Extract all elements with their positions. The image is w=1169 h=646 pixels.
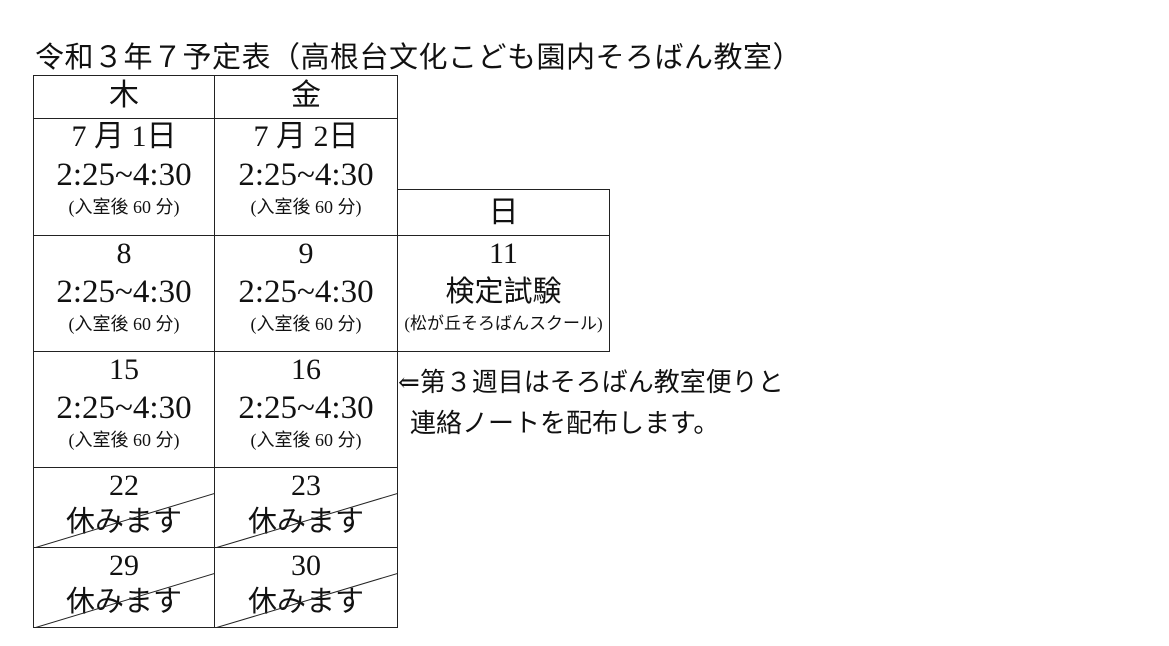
header-thursday: 木 xyxy=(33,75,215,119)
date: 9 xyxy=(298,237,314,270)
event: 検定試験 xyxy=(445,276,562,308)
duration-note: (入室後 60 分) xyxy=(250,430,362,450)
date: 30 xyxy=(291,549,321,582)
date: 7 月 1日 xyxy=(71,120,177,153)
time: 2:25~4:30 xyxy=(238,274,374,310)
strike-line xyxy=(216,493,397,547)
duration-note: (入室後 60 分) xyxy=(68,430,180,450)
header-friday: 金 xyxy=(214,75,398,119)
date: 16 xyxy=(291,353,321,386)
strike-line xyxy=(216,573,397,627)
date: 15 xyxy=(109,353,139,386)
strike-line xyxy=(35,573,214,627)
duration-note: (入室後 60 分) xyxy=(68,197,180,217)
notice-line-1: ⇐第３週目はそろばん教室便りと xyxy=(398,368,784,397)
date: 23 xyxy=(291,469,321,502)
date: 8 xyxy=(116,237,132,270)
strike-line xyxy=(35,493,214,547)
time: 2:25~4:30 xyxy=(56,390,192,426)
cell-jul-2: 7 月 2日 2:25~4:30 (入室後 60 分) xyxy=(214,118,398,236)
cell-jul-8: 8 2:25~4:30 (入室後 60 分) xyxy=(33,235,215,352)
cell-jul-1: 7 月 1日 2:25~4:30 (入室後 60 分) xyxy=(33,118,215,236)
date: 7 月 2日 xyxy=(253,120,359,153)
time: 2:25~4:30 xyxy=(238,390,374,426)
time: 2:25~4:30 xyxy=(238,157,374,193)
header-sunday: 日 xyxy=(397,189,610,236)
date: 22 xyxy=(109,469,139,502)
cell-jul-29: 29 休みます xyxy=(33,547,215,628)
time: 2:25~4:30 xyxy=(56,274,192,310)
cell-jul-11: 11 検定試験 (松が丘そろばんスクール) xyxy=(397,235,610,352)
page-title: 令和３年７予定表（高根台文化こども園内そろばん教室） xyxy=(35,42,803,74)
cell-jul-22: 22 休みます xyxy=(33,467,215,548)
date: 11 xyxy=(489,237,518,270)
notice-line-2: 連絡ノートを配布します。 xyxy=(410,409,720,438)
duration-note: (入室後 60 分) xyxy=(250,197,362,217)
duration-note: (入室後 60 分) xyxy=(68,314,180,334)
duration-note: (入室後 60 分) xyxy=(250,314,362,334)
cell-jul-23: 23 休みます xyxy=(214,467,398,548)
event-location: (松が丘そろばんスクール) xyxy=(404,314,603,333)
cell-jul-9: 9 2:25~4:30 (入室後 60 分) xyxy=(214,235,398,352)
cell-jul-30: 30 休みます xyxy=(214,547,398,628)
cell-jul-16: 16 2:25~4:30 (入室後 60 分) xyxy=(214,351,398,468)
time: 2:25~4:30 xyxy=(56,157,192,193)
cell-jul-15: 15 2:25~4:30 (入室後 60 分) xyxy=(33,351,215,468)
date: 29 xyxy=(109,549,139,582)
